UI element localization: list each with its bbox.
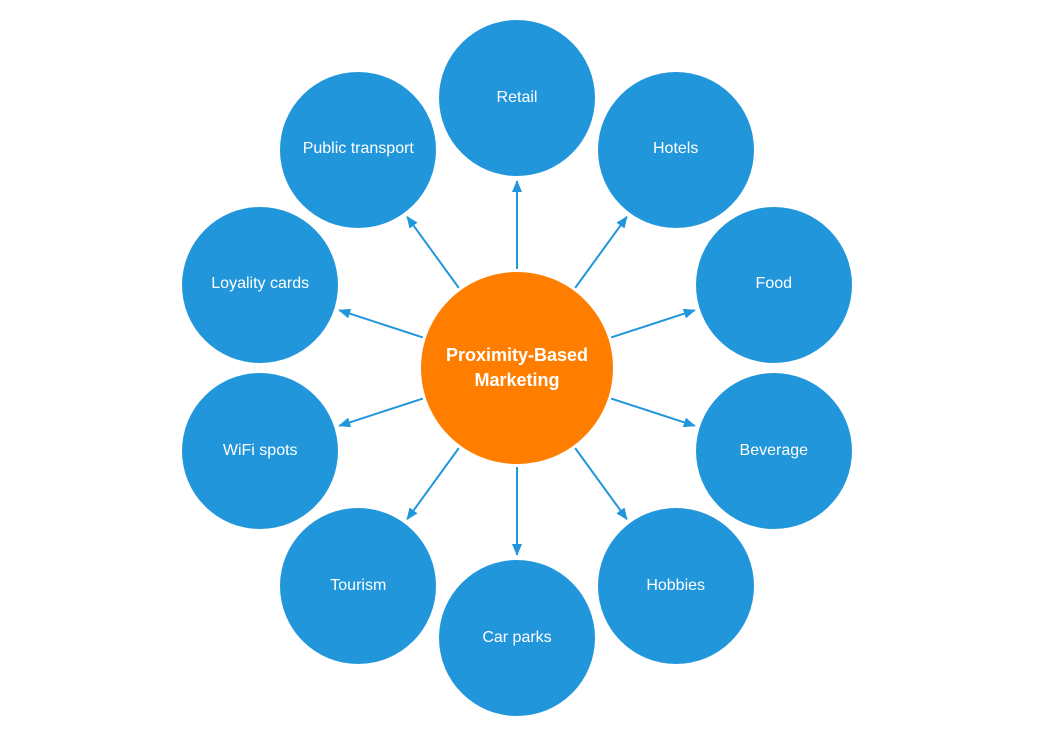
node-food: Food [695,206,852,363]
node-hobbies: Hobbies [597,508,754,665]
arrow-to-hobbies [574,447,628,521]
arrow-to-hotels [574,215,628,289]
node-beverage: Beverage [695,373,852,530]
arrow-to-wifi-spots [338,397,424,428]
node-retail: Retail [439,20,595,176]
node-car-parks: Car parks [439,560,595,716]
hub-node-proximity-based-marketing: Proximity-Based Marketing [421,272,613,464]
node-label-beverage: Beverage [739,442,809,460]
node-label-tourism: Tourism [330,577,387,595]
node-label-retail: Retail [496,88,538,106]
hub-label: Proximity-Based Marketing [445,344,589,390]
node-label-loyality-cards: Loyality cards [211,275,310,293]
node-public-transport: Public transport [280,71,437,228]
arrow-to-beverage [610,397,696,428]
node-tourism: Tourism [280,508,437,665]
node-label-car-parks: Car parks [482,628,552,646]
node-wifi-spots: WiFi spots [182,373,339,530]
node-label-wifi-spots: WiFi spots [222,442,298,460]
node-label-hobbies: Hobbies [646,577,706,595]
node-loyality-cards: Loyality cards [182,206,339,363]
arrow-to-loyality-cards [338,308,424,339]
arrow-to-tourism [406,447,460,521]
node-label-public-transport: Public transport [302,140,414,158]
arrow-to-public-transport [406,215,460,289]
node-hotels: Hotels [597,71,754,228]
node-label-food: Food [755,275,793,293]
arrow-to-food [610,308,696,339]
node-label-hotels: Hotels [653,140,699,158]
